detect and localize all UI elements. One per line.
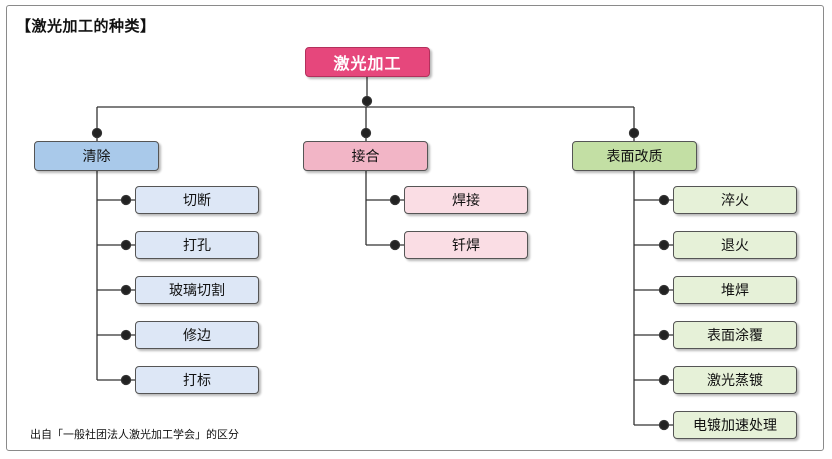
category-surface-modification: 表面改质: [572, 141, 697, 171]
source-note: 出自「一般社团法人激光加工学会」的区分: [30, 428, 239, 441]
leaf-quenching: 淬火: [673, 186, 797, 214]
root-junction-dot: [361, 95, 373, 107]
diagram-title: 【激光加工的种类】: [16, 17, 156, 35]
root-node-laser-processing: 激光加工: [305, 47, 430, 77]
leaf-trimming: 修边: [135, 321, 259, 349]
drop-blue-dot: [91, 127, 103, 139]
leaf-surface-coating: 表面涂覆: [673, 321, 797, 349]
leaf-welding: 焊接: [404, 186, 528, 214]
leaf-annealing: 退火: [673, 231, 797, 259]
leaf-cladding: 堆焊: [673, 276, 797, 304]
leaf-marking: 打标: [135, 366, 259, 394]
leaf-drilling: 打孔: [135, 231, 259, 259]
leaf-laser-deposition: 激光蒸镀: [673, 366, 797, 394]
leaf-plating-acceleration: 电镀加速处理: [673, 411, 797, 439]
drop-green-dot: [628, 127, 640, 139]
drop-pink-dot: [360, 127, 372, 139]
leaf-cutting: 切断: [135, 186, 259, 214]
leaf-brazing: 钎焊: [404, 231, 528, 259]
category-joining: 接合: [303, 141, 428, 171]
category-removal: 清除: [34, 141, 159, 171]
leaf-glass-cutting: 玻璃切割: [135, 276, 259, 304]
